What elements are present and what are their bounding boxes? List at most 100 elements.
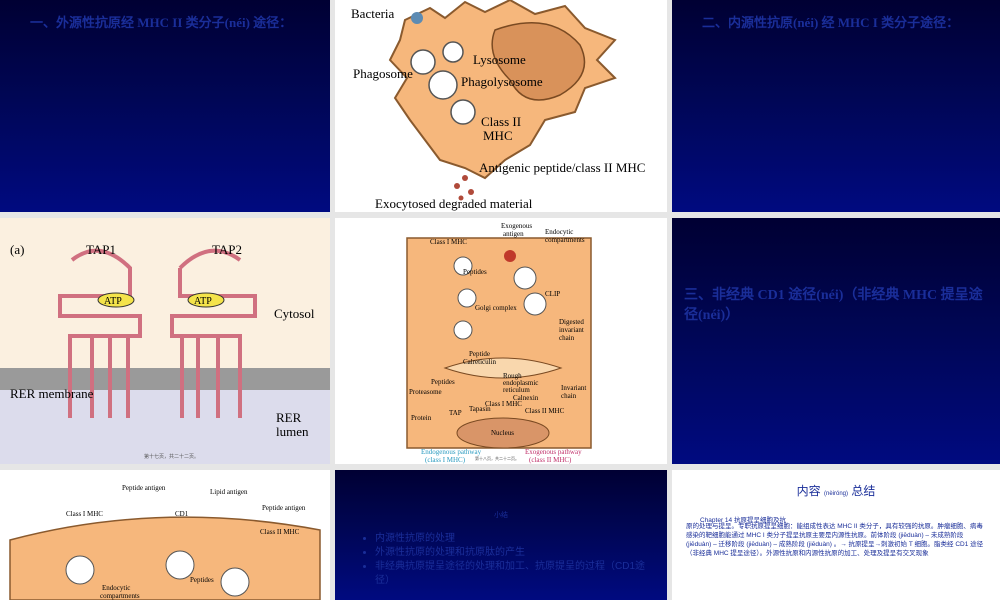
slide-4-footer: 第十七页，共二十二页。 xyxy=(144,453,199,460)
slide-8-header: 小结 xyxy=(494,512,508,519)
label-cd1: CD1 xyxy=(175,510,189,518)
slide-9-title: 内容 (nèiróng) 总结 xyxy=(672,482,1000,499)
label-calnexin: Calnexin xyxy=(513,394,539,402)
slide-2[interactable]: Bacteria Phagosome Lysosome Phagolysosom… xyxy=(335,0,667,212)
phagosome-vesicle xyxy=(410,49,436,75)
label-class2mhc: Class II MHC xyxy=(260,528,300,536)
slide-5-footer: 第十八页，共二十二页。 xyxy=(475,455,519,461)
slide-5[interactable]: Exogenous antigen Endocytic compartments… xyxy=(335,218,667,464)
summary-list: 内源性抗原的处理 外源性抗原的处理和抗原肽的产生 非经典抗原提呈途径的处理和加工… xyxy=(365,532,645,588)
label-bacteria: Bacteria xyxy=(351,6,395,21)
antigen-pathways-diagram: Exogenous antigen Endocytic compartments… xyxy=(406,222,592,464)
slide-9[interactable]: 内容 (nèiróng) 总结 Chapter 14 抗原提呈细胞及抗 原的处理… xyxy=(672,470,1000,600)
label-digested: Digested xyxy=(559,318,584,326)
label-peptides: Peptides xyxy=(463,268,487,276)
label-tap1: TAP1 xyxy=(86,242,116,257)
label-chain-2: chain xyxy=(561,392,577,400)
label-nucleus: Nucleus xyxy=(491,429,514,437)
debris-4 xyxy=(458,195,464,201)
er-shape xyxy=(443,357,563,379)
title-pinyin: (nèiróng) xyxy=(823,491,848,497)
endocytic-vesicle-1 xyxy=(513,266,537,290)
vesicle-3 xyxy=(220,567,250,597)
label-lysosome: Lysosome xyxy=(473,52,526,67)
panel-label: (a) xyxy=(10,242,24,257)
label-class2mhc: Class II MHC xyxy=(525,407,565,415)
label-reticulum: reticulum xyxy=(503,386,530,394)
label-proteasome: Proteasome xyxy=(409,388,442,396)
nucleus-shape xyxy=(456,417,550,449)
label-chain: chain xyxy=(559,334,575,342)
phagolysosome-vesicle xyxy=(428,70,458,100)
tap2-chain xyxy=(170,248,257,418)
label-rer: RER xyxy=(276,410,302,425)
endocytic-vesicle-2 xyxy=(523,292,547,316)
label-endocytic: Endocytic xyxy=(545,228,573,236)
label-tapasin: Tapasin xyxy=(469,405,491,413)
slide-9-body: 原的处理与提呈。专职抗原提呈细胞：能组成性表达 MHC II 类分子，具有较强的… xyxy=(686,523,984,557)
label-class1mhc-2: Class I MHC xyxy=(485,400,522,408)
label-compartments: compartments xyxy=(100,592,140,600)
debris-2 xyxy=(454,183,460,189)
label-golgi: Golgi complex xyxy=(475,304,517,312)
cell-outline xyxy=(406,237,592,449)
lysosome-vesicle xyxy=(442,41,464,63)
debris-3 xyxy=(468,189,474,195)
label-endoplasmic: endoplasmic xyxy=(503,379,538,387)
label-mhc: MHC xyxy=(483,128,513,143)
label-exogenous: Exogenous xyxy=(501,222,532,230)
phagocytosis-diagram: Bacteria Phagosome Lysosome Phagolysosom… xyxy=(351,0,645,211)
slide-3[interactable]: 二、内源性抗原(néi) 经 MHC I 类分子途径： xyxy=(672,0,1000,212)
label-antigen: antigen xyxy=(503,230,524,238)
label-lipid-antigen: Lipid antigen xyxy=(210,488,248,496)
slide-1-title: 一、外源性抗原经 MHC II 类分子(néi) 途径： xyxy=(30,15,293,30)
slide-3-title: 二、内源性抗原(néi) 经 MHC I 类分子途径： xyxy=(702,15,960,30)
slide-6-title: 三、非经典 CD1 途径(néi)（非经典 MHC 提呈途径(néi)） xyxy=(684,288,983,323)
label-exogenous-class: (class II MHC) xyxy=(529,456,572,464)
atp-ellipse-1 xyxy=(97,292,135,308)
label-phagosome: Phagosome xyxy=(353,66,413,81)
vesicle-2 xyxy=(165,550,195,580)
label-invariant: invariant xyxy=(559,326,584,334)
tap1-chain xyxy=(58,248,142,418)
label-protein: Protein xyxy=(411,414,432,422)
slide-7[interactable]: Peptide antigen Lipid antigen Peptide an… xyxy=(0,470,330,600)
cell-nucleus xyxy=(491,22,586,101)
mhc-vesicle xyxy=(450,99,476,125)
label-endogenous-pathway: Endogenous pathway xyxy=(421,448,482,456)
label-invariant-chain: Invariant xyxy=(561,384,586,392)
slide-6[interactable]: 三、非经典 CD1 途径(néi)（非经典 MHC 提呈途径(néi)） xyxy=(672,218,1000,464)
label-peptides-2: Peptides xyxy=(431,378,455,386)
bacteria-mark xyxy=(411,12,423,24)
label-tap: TAP xyxy=(449,409,462,417)
rer-lumen-region xyxy=(0,386,330,464)
vesicle-1 xyxy=(65,555,95,585)
label-class2: Class II xyxy=(481,114,521,129)
label-peptide: Peptide xyxy=(469,350,490,358)
label-atp-2: ATP xyxy=(194,296,212,307)
label-antigenic-peptide: Antigenic peptide/class II MHC xyxy=(479,160,645,175)
class1-vesicle-1 xyxy=(453,256,473,276)
label-exogenous-pathway: Exogenous pathway xyxy=(525,448,582,456)
label-class1mhc: Class I MHC xyxy=(66,510,103,518)
slide-4[interactable]: (a) TAP1 TAP2 ATP ATP Cytosol RER membra… xyxy=(0,218,330,464)
label-peptides: Peptides xyxy=(190,576,214,584)
slide-1[interactable]: 一、外源性抗原经 MHC II 类分子(néi) 途径： xyxy=(0,0,330,212)
label-peptide-antigen-2: Peptide antigen xyxy=(262,504,306,512)
label-class1mhc: Class I MHC xyxy=(430,238,467,246)
slide-8[interactable]: 小结 内源性抗原的处理 外源性抗原的处理和抗原肽的产生 非经典抗原提呈途径的处理… xyxy=(335,470,667,600)
label-atp-1: ATP xyxy=(104,296,122,307)
label-exocytosed: Exocytosed degraded material xyxy=(375,196,533,211)
summary-item: 内源性抗原的处理 xyxy=(375,532,645,546)
label-endocytic: Endocytic xyxy=(102,584,130,592)
summary-item: 外源性抗原的处理和抗原肽的产生 xyxy=(375,546,645,560)
label-tap2: TAP2 xyxy=(212,242,242,257)
label-endogenous-class: (class I MHC) xyxy=(425,456,466,464)
tap-transporter-diagram: (a) TAP1 TAP2 ATP ATP Cytosol RER membra… xyxy=(0,242,330,464)
label-calreticulin: Calreticulin xyxy=(463,358,497,366)
atp-ellipse-2 xyxy=(187,292,225,308)
title-part-b: 总结 xyxy=(851,484,876,498)
rer-membrane-band xyxy=(0,368,330,390)
class1-vesicle-2 xyxy=(457,288,477,308)
slide-9-line-1: Chapter 14 抗原提呈细胞及抗 xyxy=(700,517,786,524)
